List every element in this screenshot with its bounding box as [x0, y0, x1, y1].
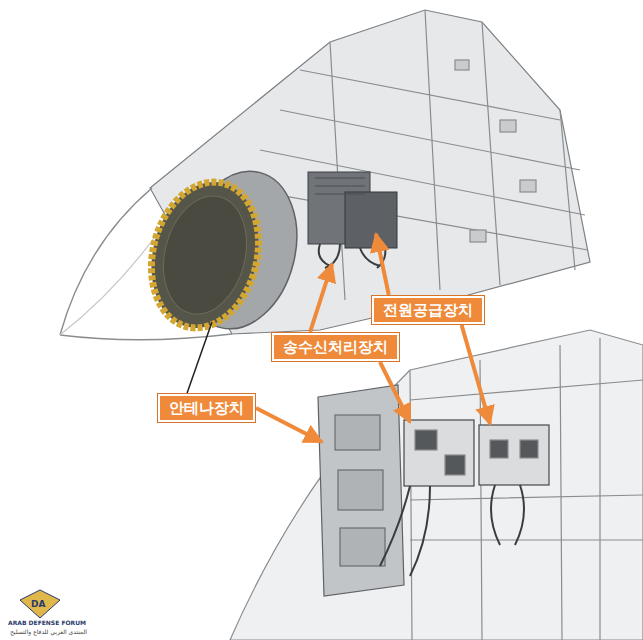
leader-arrow: [310, 264, 332, 332]
antenna-array: [137, 159, 313, 341]
watermark-text: ARAB DEFENSE FORUM: [8, 619, 86, 626]
electronics-units: [308, 172, 397, 268]
label-box: 송수신처리장치: [272, 333, 399, 361]
watermark-text: المنتدى العربي للدفاع والتسليح: [10, 628, 87, 635]
leader-arrow: [376, 234, 389, 295]
leader-arrow: [256, 408, 322, 442]
label-box: 안테나장치: [158, 394, 255, 422]
part-name: 안테나장치: [169, 399, 244, 417]
label-box: 전원공급장치: [372, 296, 484, 324]
cutaway-section: [230, 330, 643, 640]
nose-section: [60, 10, 590, 340]
part-name: 전원공급장치: [383, 301, 473, 319]
leader-arrow: [462, 325, 490, 424]
watermark-text: DA: [31, 599, 45, 609]
watermark-logo: [20, 590, 60, 618]
part-name: 송수신처리장치: [283, 338, 388, 356]
leader-arrow: [380, 362, 410, 422]
leader-arrow: [187, 322, 212, 393]
